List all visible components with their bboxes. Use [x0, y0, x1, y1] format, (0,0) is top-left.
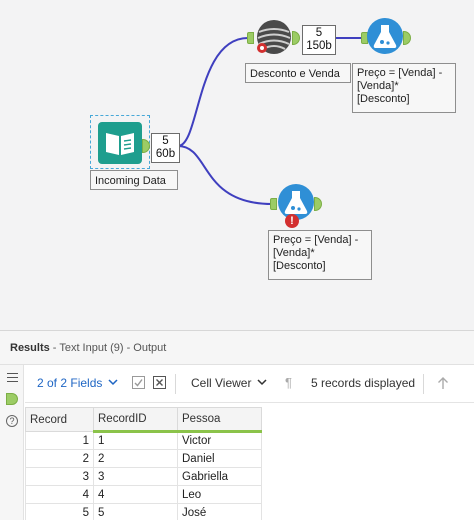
- count-size: 60b: [155, 148, 176, 160]
- count-records: 5: [162, 135, 169, 147]
- connection-wires: [177, 37, 364, 205]
- record-cell[interactable]: 1: [25, 431, 94, 450]
- results-subtitle: - Text Input (9) - Output: [49, 342, 167, 354]
- results-title: Results: [10, 342, 50, 354]
- recordid-cell[interactable]: 5: [93, 503, 178, 520]
- records-count: 5 records displayed: [311, 376, 416, 390]
- column-header[interactable]: Record: [25, 407, 94, 432]
- results-header: Results - Text Input (9) - Output: [0, 331, 474, 365]
- viewer-label: Cell Viewer: [191, 376, 252, 390]
- record-cell[interactable]: 4: [25, 485, 94, 504]
- recordid-cell[interactable]: 2: [93, 449, 178, 468]
- workflow-canvas[interactable]: 5 60b Incoming Data 5 150b Desconto e Ve…: [0, 0, 474, 330]
- formula-tool-top[interactable]: [366, 17, 404, 55]
- input-tool-caption: Incoming Data: [90, 170, 178, 190]
- input-tool[interactable]: [98, 122, 142, 164]
- formula-top-caption: Preço = [Venda] - [Venda]* [Desconto]: [352, 63, 456, 113]
- pessoa-cell[interactable]: Leo: [177, 485, 262, 504]
- table-header-row: Record RecordID Pessoa: [25, 407, 262, 433]
- count-records: 5: [315, 27, 323, 39]
- cell-viewer-dropdown[interactable]: Cell Viewer: [191, 376, 251, 390]
- record-count-stat: 5 150b: [302, 25, 336, 55]
- clear-icon[interactable]: [153, 376, 166, 389]
- count-size: 150b: [306, 40, 332, 52]
- table-row[interactable]: 4 4 Leo: [25, 485, 262, 504]
- fields-selector[interactable]: 2 of 2 Fields: [37, 376, 102, 390]
- chevron-down-icon[interactable]: [108, 378, 118, 386]
- record-cell[interactable]: 3: [25, 467, 94, 486]
- table-row[interactable]: 5 5 José: [25, 503, 262, 520]
- recordid-cell[interactable]: 3: [93, 467, 178, 486]
- record-count-input: 5 60b: [151, 133, 180, 163]
- wire-input-to-formula-bottom: [177, 145, 273, 205]
- toolbar-divider: [423, 374, 424, 394]
- anchor-icon[interactable]: [247, 32, 254, 44]
- pessoa-cell[interactable]: Gabriella: [177, 467, 262, 486]
- anchor-icon[interactable]: [6, 393, 18, 405]
- table-row[interactable]: 2 2 Daniel: [25, 449, 262, 468]
- toolbar-divider: [175, 374, 176, 394]
- results-table: Record RecordID Pessoa 1 1 Victor 2 2 Da…: [25, 407, 262, 520]
- stat-tool-caption: Desconto e Venda: [245, 63, 351, 83]
- yarn-ball-icon: [257, 20, 291, 54]
- formula-tool-bottom[interactable]: [277, 183, 315, 221]
- pessoa-cell[interactable]: José: [177, 503, 262, 520]
- arrow-up-icon[interactable]: [437, 376, 449, 390]
- record-cell[interactable]: 5: [25, 503, 94, 520]
- book-icon: [98, 122, 142, 164]
- results-side-strip: ?: [0, 365, 24, 520]
- summarize-tool[interactable]: [255, 18, 293, 56]
- results-panel: Results - Text Input (9) - Output ? 2 of…: [0, 330, 474, 520]
- column-header[interactable]: Pessoa: [177, 407, 262, 433]
- column-header[interactable]: RecordID: [93, 407, 178, 433]
- table-row[interactable]: 3 3 Gabriella: [25, 467, 262, 486]
- chevron-down-icon[interactable]: [257, 378, 267, 386]
- table-row[interactable]: 1 1 Victor: [25, 431, 262, 450]
- fields-label: 2 of 2 Fields: [37, 376, 103, 390]
- pessoa-cell[interactable]: Daniel: [177, 449, 262, 468]
- flask-icon: [367, 18, 403, 54]
- recordid-cell[interactable]: 1: [93, 431, 178, 450]
- checkbox-icon[interactable]: [132, 376, 145, 389]
- pilcrow-icon[interactable]: ¶: [285, 375, 292, 390]
- formula-bottom-caption: Preço = [Venda] - [Venda]* [Desconto]: [268, 230, 372, 280]
- results-toolbar: 2 of 2 Fields Cell Viewer ¶ 5 records di…: [25, 365, 474, 403]
- error-icon[interactable]: !: [285, 214, 299, 228]
- help-icon[interactable]: ?: [6, 415, 18, 427]
- selection-box: [90, 115, 150, 169]
- record-cell[interactable]: 2: [25, 449, 94, 468]
- flask-icon: [278, 184, 314, 220]
- recordid-cell[interactable]: 4: [93, 485, 178, 504]
- wire-input-to-stat: [177, 37, 249, 147]
- pessoa-cell[interactable]: Victor: [177, 431, 262, 450]
- menu-icon[interactable]: [7, 373, 18, 382]
- anchor-icon[interactable]: [270, 198, 277, 210]
